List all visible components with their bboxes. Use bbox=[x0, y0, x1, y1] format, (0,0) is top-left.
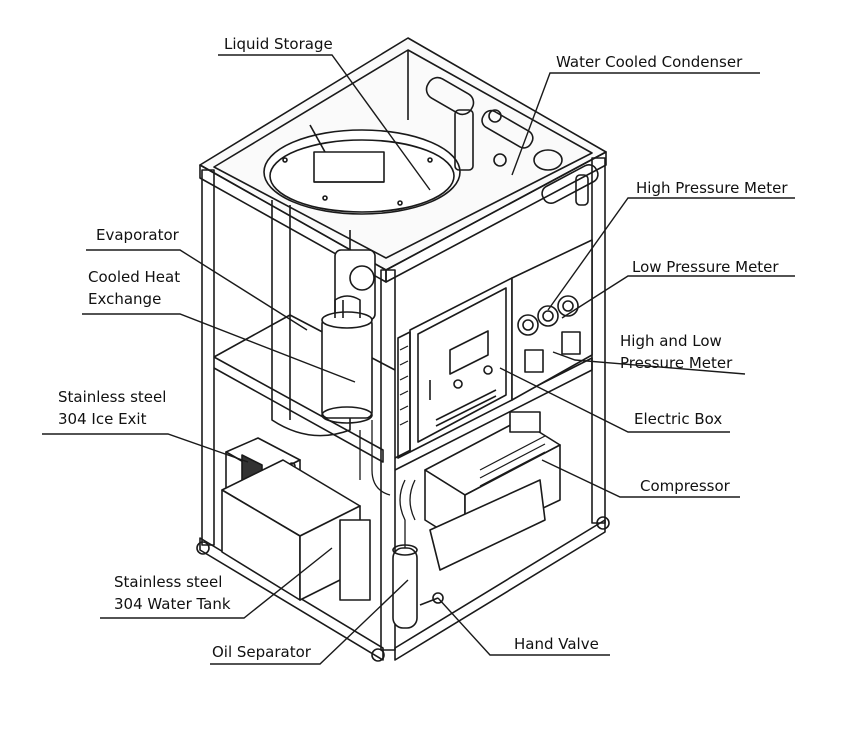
label-cooled-heat-exchange-line1: Cooled Heat bbox=[88, 268, 181, 286]
leader-high-pressure-meter bbox=[547, 197, 795, 311]
label-ice-exit-line2: 304 Ice Exit bbox=[58, 410, 147, 428]
label-high-low-pressure-meter-line1: High and Low bbox=[620, 332, 722, 350]
label-cooled-heat-exchange-line2: Exchange bbox=[88, 290, 162, 308]
leader-compressor bbox=[541, 459, 740, 498]
leader-water-tank bbox=[100, 547, 333, 619]
piping bbox=[359, 420, 416, 548]
label-water-tank-line1: Stainless steel bbox=[114, 573, 223, 591]
label-evaporator: Evaporator bbox=[96, 226, 179, 244]
label-high-pressure-meter: High Pressure Meter bbox=[636, 179, 788, 197]
leader-lines bbox=[42, 54, 795, 665]
frame-bottom bbox=[196, 516, 610, 662]
label-low-pressure-meter: Low Pressure Meter bbox=[632, 258, 779, 276]
oil-separator bbox=[392, 544, 418, 629]
leader-liquid-storage bbox=[218, 54, 431, 191]
leader-electric-box bbox=[499, 367, 730, 433]
label-water-tank-line2: 304 Water Tank bbox=[114, 595, 231, 613]
label-hand-valve: Hand Valve bbox=[514, 635, 599, 653]
label-water-cooled-condenser: Water Cooled Condenser bbox=[556, 53, 743, 71]
leader-cooled-heat-exchange bbox=[82, 313, 356, 383]
leader-evaporator bbox=[86, 249, 308, 331]
liquid-storage-tank bbox=[263, 124, 461, 215]
compressor bbox=[424, 411, 561, 571]
leader-ice-exit bbox=[42, 433, 249, 463]
label-liquid-storage: Liquid Storage bbox=[224, 35, 333, 53]
label-electric-box: Electric Box bbox=[634, 410, 723, 428]
leader-low-pressure-meter bbox=[561, 275, 795, 319]
leader-high-low-pressure-meter bbox=[552, 351, 746, 375]
label-high-low-pressure-meter-line2: Pressure Meter bbox=[620, 354, 733, 372]
electric-box bbox=[397, 277, 513, 459]
label-compressor: Compressor bbox=[640, 477, 730, 495]
leader-water-cooled-condenser bbox=[511, 72, 760, 176]
hand-valve bbox=[419, 592, 444, 606]
label-ice-exit-line1: Stainless steel bbox=[58, 388, 167, 406]
leader-hand-valve bbox=[437, 597, 610, 656]
pressure-meter-panel bbox=[511, 239, 593, 401]
cooled-heat-exchanger bbox=[321, 295, 373, 424]
label-oil-separator: Oil Separator bbox=[212, 643, 311, 661]
leader-oil-separator bbox=[210, 579, 409, 665]
water-cooled-condenser bbox=[425, 76, 599, 206]
water-tank bbox=[221, 459, 371, 601]
